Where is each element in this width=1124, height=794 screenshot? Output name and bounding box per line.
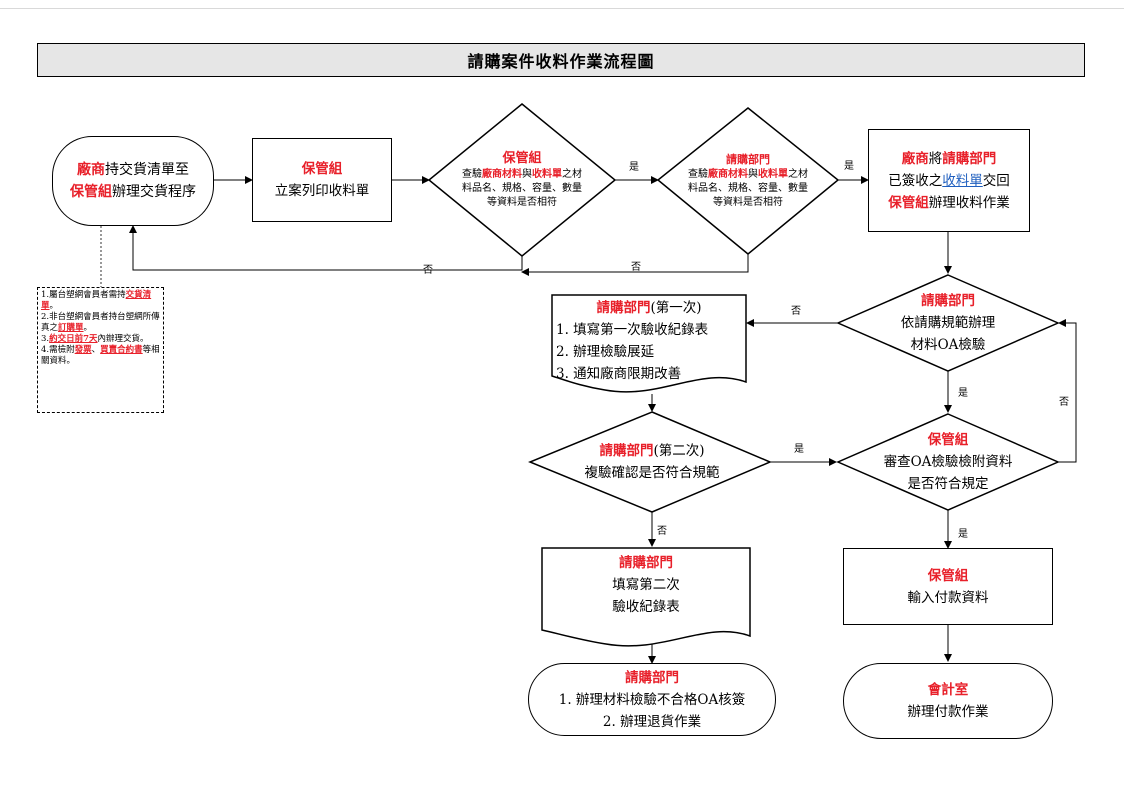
check1-d: 收料單: [532, 169, 562, 180]
check2-d: 收料單: [758, 169, 788, 180]
check2-text: 請購部門 查驗廠商材料與收料單之材 料品名、規格、容量、數量 等資料是否相符: [666, 146, 830, 216]
note-box: 1.屬台塑網會員者需持交貨清單。 2.非台塑網會員者持台塑網所傳真之訂購單。 3…: [37, 287, 164, 413]
qa-dept: 請購部門: [921, 293, 975, 309]
return-process: 廠商將請購部門 已簽收之收料單交回 保管組辦理收料作業: [868, 129, 1030, 232]
pay-line1: 辦理付款作業: [907, 704, 989, 720]
return-custody: 保管組: [888, 194, 929, 211]
note-item-4: 4.需檢附發票、買賣合約書等相關資料。: [41, 345, 160, 366]
second-line1: 複驗確認是否符合規範: [584, 465, 720, 481]
return-vendor: 廠商: [901, 150, 929, 167]
note-item-1: 1.屬台塑網會員者需持交貨清單。: [41, 290, 152, 311]
second-text: 請購部門(第二次) 複驗確認是否符合規範: [560, 438, 744, 486]
start-terminal: 廠商持交貨清單至 保管組辦理交貨程序: [52, 136, 214, 226]
qa-line1: 依請購規範辦理: [900, 315, 996, 331]
payin-line1: 輸入付款資料: [907, 589, 989, 606]
edge-label-no-3: 否: [791, 306, 801, 317]
review-dept: 保管組: [927, 432, 969, 448]
qa-line2: 材料OA檢驗: [910, 337, 986, 353]
check1-dept: 保管組: [502, 151, 542, 166]
start-text-2: 辦理交貨程序: [112, 184, 196, 200]
check1-line3: 等資料是否相符: [487, 197, 557, 208]
check1-a: 查驗: [462, 169, 482, 180]
first-tag: (第一次): [650, 300, 702, 316]
return-receipt-link: 收料單: [942, 172, 983, 189]
check1-b: 廠商材料: [482, 169, 522, 180]
qa-text: 請購部門 依請購規範辦理 材料OA檢驗: [878, 291, 1018, 355]
start-text-1: 持交貨清單至: [105, 162, 189, 178]
record2-line1: 填寫第二次: [612, 577, 680, 593]
pay-dept: 會計室: [927, 682, 969, 698]
return-dept: 請購部門: [942, 150, 997, 167]
first-doc-shape: [551, 294, 747, 393]
return-t4: 辦理收料作業: [928, 194, 1010, 211]
first-item-3: 3. 通知廠商限期改善: [556, 366, 682, 382]
second-tag: (第二次): [653, 443, 705, 459]
print-text: 立案列印收料單: [274, 183, 370, 199]
edge-label-no-4: 否: [1059, 397, 1069, 408]
payin-dept: 保管組: [927, 567, 969, 584]
payin-process: 保管組 輸入付款資料: [843, 548, 1053, 625]
first-item-1: 1. 填寫第一次驗收紀錄表: [556, 322, 709, 338]
record2-dept: 請購部門: [619, 555, 673, 571]
check1-e: 之材: [562, 169, 582, 180]
record2-doc-shape: [541, 547, 751, 647]
check2-line2: 料品名、規格、容量、數量: [688, 183, 808, 194]
review-line2: 是否符合規定: [907, 476, 989, 492]
return-t1: 將: [928, 150, 943, 167]
check1-c: 與: [522, 169, 532, 180]
check1-text: 保管組 查驗廠商材料與收料單之材 料品名、規格、容量、數量 等資料是否相符: [440, 142, 604, 218]
first-doc: 請購部門(第一次) 1. 填寫第一次驗收紀錄表 2. 辦理檢驗展延 3. 通知廠…: [552, 297, 746, 385]
check2-a: 查驗: [688, 169, 708, 180]
edge-label-no-2: 否: [631, 262, 641, 273]
print-process: 保管組 立案列印收料單: [252, 138, 392, 222]
first-dept: 請購部門: [596, 300, 651, 316]
edge-label-yes-3: 是: [958, 388, 968, 399]
print-dept: 保管組: [301, 161, 343, 177]
check2-e: 之材: [788, 169, 808, 180]
reject-line2: 2. 辦理退貨作業: [602, 713, 702, 730]
note-item-3: 3.約交日前7天內辦理交貨。: [41, 334, 149, 344]
check2-c: 與: [748, 169, 758, 180]
pay-terminal: 會計室 辦理付款作業: [843, 663, 1053, 739]
reject-dept: 請購部門: [625, 669, 679, 686]
note-item-2: 2.非台塑網會員者持台塑網所傳真之訂購單。: [41, 312, 160, 333]
start-custody: 保管組: [70, 184, 112, 200]
reject-line1: 1. 辦理材料檢驗不合格OA核簽: [558, 691, 746, 708]
check2-line3: 等資料是否相符: [713, 197, 783, 208]
edge-label-yes-4: 是: [794, 444, 804, 455]
edge-label-yes-1: 是: [629, 162, 639, 173]
return-t3: 交回: [982, 172, 1010, 189]
reject-terminal: 請購部門 1. 辦理材料檢驗不合格OA核簽 2. 辦理退貨作業: [528, 663, 776, 736]
return-t2: 已簽收之: [888, 172, 943, 189]
record2-doc: 請購部門 填寫第二次 驗收紀錄表: [542, 550, 750, 620]
check2-dept: 請購部門: [726, 153, 770, 166]
edge-label-yes-5: 是: [958, 529, 968, 540]
edge-label-no-1: 否: [423, 265, 433, 276]
edge-label-yes-2: 是: [844, 161, 854, 172]
review-text: 保管組 審查OA檢驗檢附資料 是否符合規定: [878, 430, 1018, 494]
page-title: 請購案件收料作業流程圖: [37, 43, 1085, 77]
check2-b: 廠商材料: [708, 169, 748, 180]
edge-label-no-5: 否: [657, 526, 667, 537]
record2-line2: 驗收紀錄表: [612, 599, 680, 615]
second-dept: 請購部門: [599, 443, 654, 459]
check1-line2: 料品名、規格、容量、數量: [462, 183, 582, 194]
review-line1: 審查OA檢驗檢附資料: [883, 454, 1013, 470]
first-item-2: 2. 辦理檢驗展延: [556, 344, 655, 360]
start-vendor: 廠商: [77, 162, 105, 178]
top-rule: [0, 8, 1124, 9]
